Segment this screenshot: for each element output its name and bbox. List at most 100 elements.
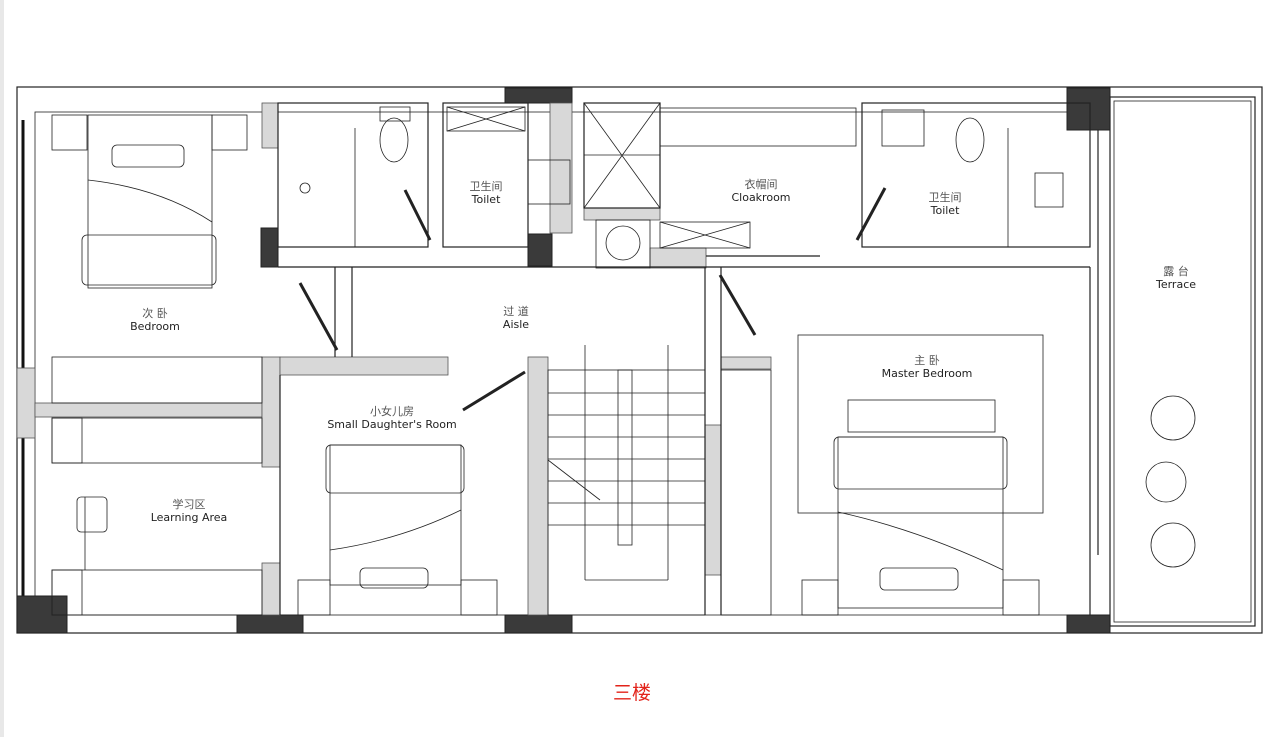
plan-line [297, 579, 331, 616]
plan-line [51, 356, 263, 404]
toilet-left-shower [277, 102, 429, 248]
toilet-left [442, 102, 529, 248]
plan-line [462, 370, 526, 412]
plan-line [51, 569, 83, 616]
plan-line [659, 221, 751, 249]
sink [527, 159, 571, 205]
column [16, 595, 68, 634]
brick-wall [704, 424, 722, 576]
plan-line [329, 509, 462, 551]
brick-wall [549, 102, 573, 234]
label-cn: 次 卧 [142, 307, 168, 320]
plan-line [718, 274, 757, 336]
floor-drain [299, 182, 311, 194]
plan-line [51, 417, 263, 464]
washbasin [595, 219, 651, 269]
plan-line [81, 234, 217, 286]
label-en: Master Bedroom [881, 367, 973, 380]
plan-line [1034, 172, 1064, 208]
brick-wall [16, 367, 36, 439]
plan-line [837, 511, 1004, 571]
plan-line [801, 579, 839, 616]
label-cn: 学习区 [172, 498, 206, 511]
label-en: Toilet [471, 193, 501, 206]
plan-line [51, 417, 83, 464]
toilet-right [861, 102, 1091, 248]
brick-wall [720, 356, 772, 370]
plan-line [617, 369, 633, 546]
label-en: Terrace [1155, 278, 1197, 291]
plan-line [837, 436, 1004, 609]
plan-line [359, 567, 429, 589]
cloak-storage [583, 102, 661, 209]
label-en: Toilet [930, 204, 960, 217]
label-en: Bedroom [130, 320, 180, 333]
plan-line [879, 567, 959, 591]
left-border [0, 0, 4, 737]
brick-wall [34, 402, 263, 418]
label-cn: 主 卧 [914, 354, 940, 367]
plan-line [955, 117, 985, 163]
label-en: Aisle [502, 318, 530, 331]
label-en: Learning Area [150, 511, 228, 524]
plan-line [1150, 522, 1196, 568]
column [504, 614, 573, 634]
bed-daughter [297, 444, 498, 616]
plan-line [325, 444, 465, 494]
wardrobes [51, 356, 772, 616]
plan-line [211, 114, 248, 151]
headboard [847, 399, 996, 433]
toilet-bowl [379, 117, 409, 163]
label-en: Cloakroom [731, 191, 791, 204]
label-cn: 衣帽间 [744, 178, 778, 191]
plan-line [881, 109, 925, 147]
plan-line [1002, 579, 1040, 616]
plan-line [87, 114, 213, 289]
plan-line [460, 579, 498, 616]
label-en: Small Daughter's Room [327, 418, 457, 431]
terrace-furniture [1145, 395, 1196, 568]
plan-line [547, 459, 601, 501]
plan-line [720, 369, 772, 616]
column [260, 227, 279, 268]
plan-line [446, 106, 526, 132]
plan-line [379, 106, 411, 122]
brick-wall [261, 562, 281, 616]
bed-master [801, 436, 1040, 616]
plan-line [833, 436, 1008, 490]
plan-line [605, 225, 641, 261]
plan-line [659, 221, 751, 249]
plan-line [583, 102, 661, 209]
staircase [547, 345, 706, 616]
plan-line [51, 114, 88, 151]
label-cn: 小女儿房 [370, 405, 414, 418]
label-cn: 过 道 [503, 305, 529, 318]
bed-bedroom [51, 114, 248, 289]
column [527, 233, 553, 267]
column [504, 87, 573, 104]
outer-wall [16, 86, 1263, 634]
column [236, 614, 304, 634]
brick-wall [261, 102, 279, 149]
column [1066, 614, 1111, 634]
plan-line [1150, 395, 1196, 441]
brick-wall [527, 356, 549, 616]
plan-line [1113, 100, 1252, 623]
cloak-rail [659, 107, 857, 147]
desk-chair [76, 496, 108, 533]
plan-line [51, 569, 263, 616]
plan-line [87, 179, 213, 223]
floor-title: 三楼 [612, 682, 652, 704]
plan-line [446, 106, 526, 132]
plan-line [298, 282, 339, 351]
plan-line [111, 144, 185, 168]
rug [797, 334, 1044, 514]
